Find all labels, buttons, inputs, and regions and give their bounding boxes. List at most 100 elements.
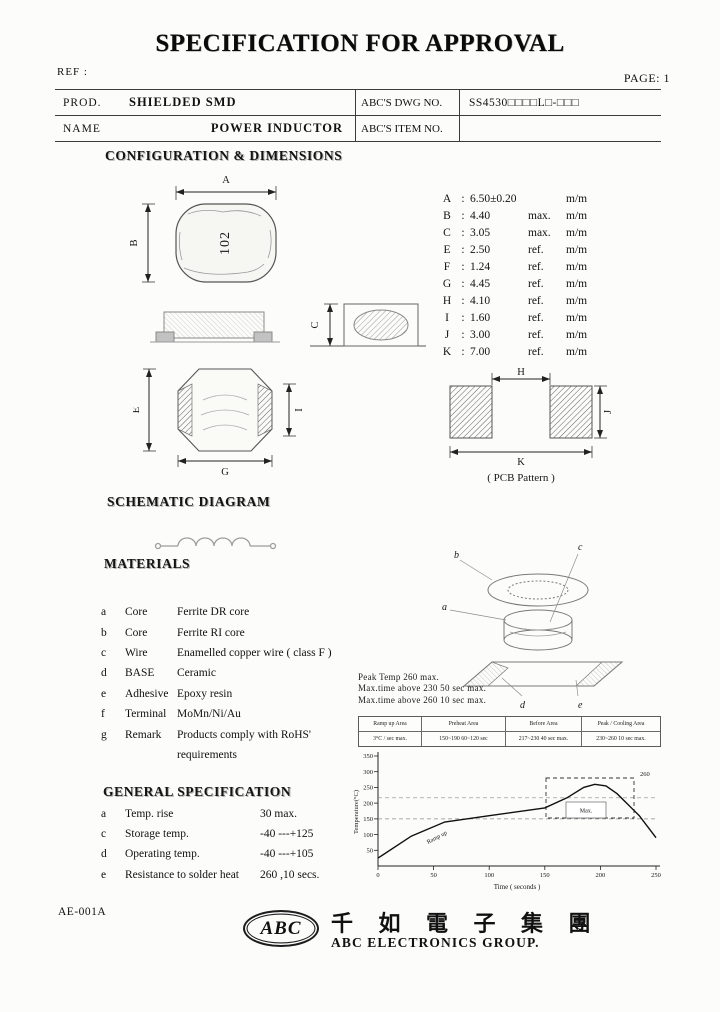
dim-label-g: G xyxy=(221,467,229,478)
reflow-curve xyxy=(377,783,657,859)
page-title: SPECIFICATION FOR APPROVAL xyxy=(155,30,565,57)
company-name-chinese: 千 如 電 子 集 團 xyxy=(331,911,601,936)
part-marking: 102 xyxy=(218,231,233,255)
max-note-box xyxy=(565,801,607,819)
x-axis-label: Time ( seconds ) xyxy=(494,883,541,891)
xtick-label: 50 xyxy=(430,872,437,879)
dim-label-h: H xyxy=(517,367,525,378)
schematic-figure xyxy=(148,524,288,569)
dim-label-b: B xyxy=(129,239,140,246)
item-no-label: ABC'S ITEM NO. xyxy=(355,116,459,142)
bottom-view-figure: E I G xyxy=(131,360,309,483)
company-logo: ABC xyxy=(243,910,319,947)
reflow-zone-name: Ramp up Area xyxy=(359,717,421,732)
exploded-label-a: a xyxy=(442,602,447,613)
company-name-english: ABC ELECTRONICS GROUP. xyxy=(331,935,540,950)
section-general-spec: GENERAL SPECIFICATION xyxy=(103,784,292,799)
dim-h xyxy=(491,373,551,385)
bottom-view-drawing xyxy=(177,368,273,452)
name-label: NAME xyxy=(55,116,123,142)
exploded-label-c: c xyxy=(578,542,583,553)
top-view-figure: 102 A B xyxy=(128,172,318,303)
dwg-no-value: SS4530□□□□L□-□□□ xyxy=(459,90,661,116)
reflow-zone-value: 150~190 60~120 sec xyxy=(421,731,505,746)
pcb-pattern-caption: ( PCB Pattern ) xyxy=(487,472,555,484)
reflow-note-line: Peak Temp 260 max. xyxy=(358,672,440,682)
ytick-label: 50 xyxy=(367,848,374,855)
ytick-label: 100 xyxy=(363,832,373,839)
section-materials: MATERIALS xyxy=(104,556,191,571)
ytick-label: 250 xyxy=(363,785,373,792)
dim-b xyxy=(142,203,155,283)
chart-yticks xyxy=(374,755,378,851)
chart-axes xyxy=(377,752,660,867)
reflow-zone-name: Peak / Cooling Area xyxy=(581,717,660,732)
ytick-label: 350 xyxy=(363,753,373,760)
exploded-label-e: e xyxy=(578,700,583,711)
reflow-zone-value: 217~230 40 sec max. xyxy=(505,731,581,746)
dim-j xyxy=(594,385,607,439)
section-schematic: SCHEMATIC DIAGRAM xyxy=(107,494,271,509)
exploded-label-b: b xyxy=(454,550,459,561)
max-note-label: Max. xyxy=(580,809,593,815)
xtick-label: 200 xyxy=(596,872,606,879)
item-no-value xyxy=(459,116,661,142)
doc-code: AE-001A xyxy=(58,906,107,918)
height-view-figure: C xyxy=(308,292,428,365)
reference-lines xyxy=(378,797,656,820)
dim-label-a: A xyxy=(222,175,230,186)
side-view-figure xyxy=(150,298,280,363)
dim-label-c: C xyxy=(310,321,321,328)
section-configuration: CONFIGURATION & DIMENSIONS xyxy=(105,148,343,163)
dim-k xyxy=(449,446,593,458)
name-value: POWER INDUCTOR xyxy=(123,116,355,142)
dim-label-k: K xyxy=(517,457,525,468)
side-view-drawing xyxy=(150,311,280,343)
dim-label-i: I xyxy=(294,408,305,412)
dim-g xyxy=(177,455,273,467)
inductor-body-drawing xyxy=(175,203,277,283)
material-item: requirements xyxy=(177,748,238,761)
product-info-table: PROD. SHIELDED SMD ABC'S DWG NO. SS4530□… xyxy=(55,89,661,142)
reflow-profile-chart: 50 100 150 200 250 300 350 0 50 100 150 … xyxy=(350,746,668,903)
xtick-label: 100 xyxy=(484,872,494,879)
dim-c xyxy=(324,303,338,346)
prod-value: SHIELDED SMD xyxy=(123,90,355,116)
reflow-zone-table: Ramp up Area Preheat Area Before Area Pe… xyxy=(358,716,661,747)
reflow-note-line: Max.time above 230 50 sec max. xyxy=(358,683,487,694)
ramp-up-label: Ramp up xyxy=(426,830,448,846)
prod-label: PROD. xyxy=(55,90,123,116)
chart-xticks xyxy=(377,866,657,870)
reflow-note-line: Max.time above 260 10 sec max. xyxy=(358,694,487,705)
dwg-no-label: ABC'S DWG NO. xyxy=(355,90,459,116)
xtick-label: 250 xyxy=(651,872,661,879)
pcb-pattern-figure: H J K ( PCB Pattern ) xyxy=(444,366,614,491)
inductor-symbol xyxy=(154,537,277,550)
peak-temp-label: 260 xyxy=(640,771,650,778)
leader-lines xyxy=(449,553,579,697)
reflow-zone-name: Preheat Area xyxy=(421,717,505,732)
reflow-zone-name: Before Area xyxy=(505,717,581,732)
exploded-view-figure: b c a d e xyxy=(426,528,646,720)
dim-a xyxy=(175,186,277,200)
ytick-label: 200 xyxy=(363,800,373,807)
